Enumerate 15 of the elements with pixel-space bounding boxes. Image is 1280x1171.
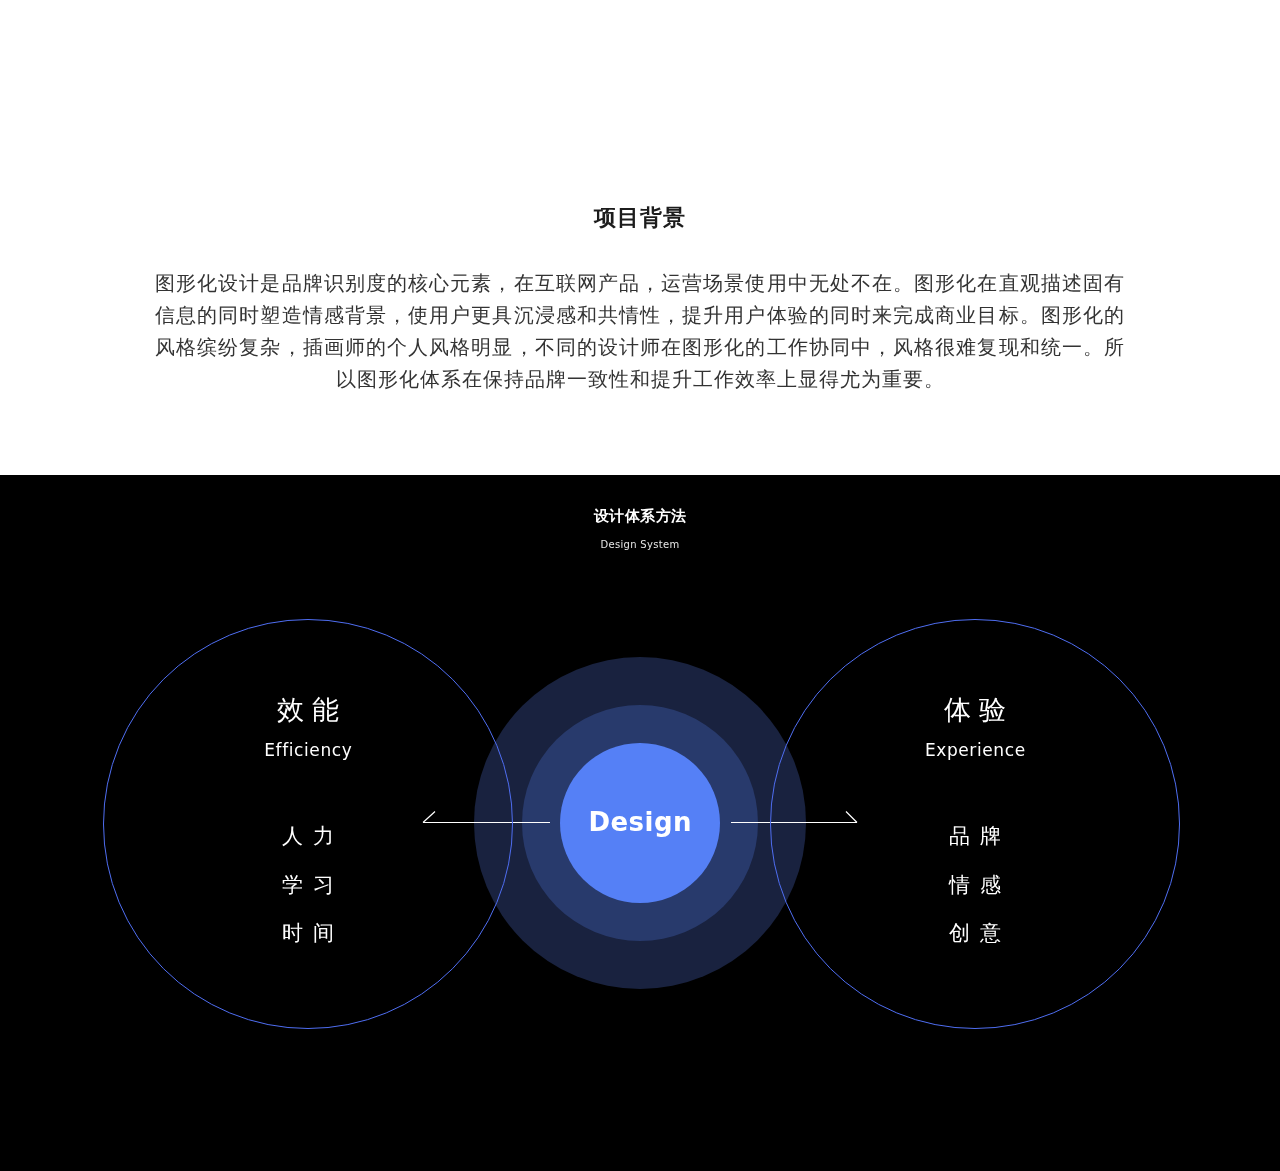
circle-label: Design: [587, 807, 693, 839]
circle-subheading: Efficiency: [263, 739, 353, 761]
keyword: 创意: [948, 921, 1011, 947]
keyword: 情感: [947, 873, 1011, 899]
keyword: 品牌: [948, 824, 1011, 850]
section-title: 项目背景: [594, 204, 686, 232]
panel-subheading: Design System: [600, 538, 680, 552]
keyword: 学习: [281, 873, 344, 899]
circle-heading: 效能: [276, 693, 347, 727]
keyword: 人力: [281, 824, 344, 850]
circle-subheading: Experience: [924, 739, 1026, 761]
keyword: 时间: [281, 921, 344, 947]
circle-heading: 体验: [943, 693, 1014, 727]
body-paragraph: 图形化设计是品牌识别度的核心元素，在互联网产品，运营场景使用中无处不在。图形化在直观描述固有信息的同时塑造情感背景，使用户更具沉浸感和共情性，提升用户体验的同时来完成商业目标。图形化的风格缤纷复杂，插画师的个人风格明显，不同的设计师在图形化的工作协同中，风格很难复现和统一。所以图形化体系在保持品牌一致性和提升工作效率上显得尤为重要。: [155, 270, 1125, 393]
panel-heading: 设计体系方法: [593, 506, 687, 526]
